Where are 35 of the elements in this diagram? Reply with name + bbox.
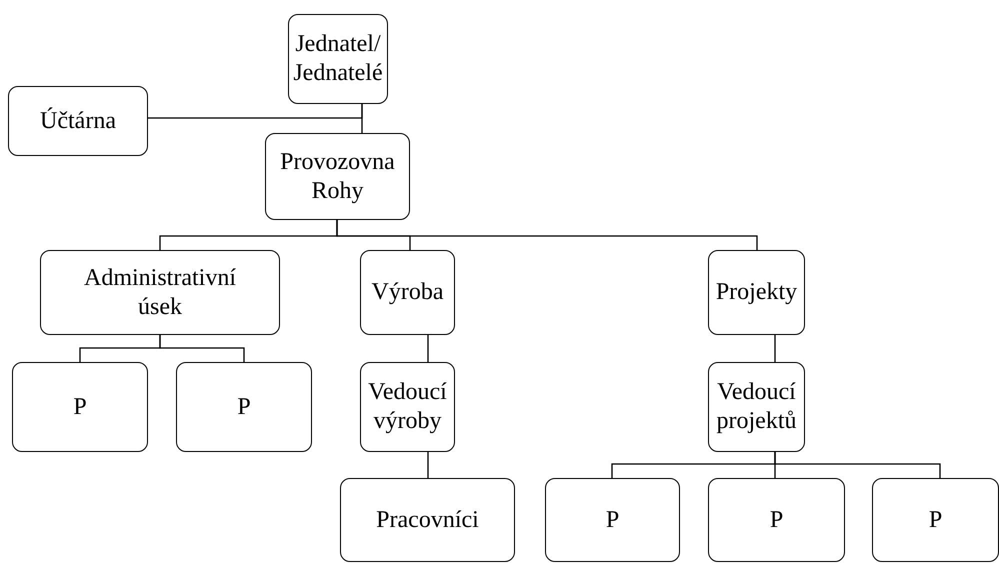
box-label: P [928,506,944,534]
org-box [340,478,515,562]
org-box [545,478,680,562]
org-box [360,362,455,452]
connector-line [361,104,363,133]
org-box [708,478,845,562]
box-label: Vedoucí projektů [716,378,798,436]
box-label: P [72,392,88,422]
org-box [708,362,805,452]
org-box [12,362,148,452]
org-box [360,250,455,335]
org-box [288,14,388,104]
connector-line [774,452,941,478]
box-label: Výroba [370,278,444,307]
box-label: Účtárna [39,106,117,136]
box-label: P [604,506,620,534]
org-box [872,478,999,562]
box-label: P [236,392,252,422]
box-label: Pracovníci [375,506,480,534]
connector-line [159,335,245,362]
connector-line [427,335,429,362]
org-box [176,362,312,452]
org-box [265,133,410,220]
org-box [40,250,280,335]
box-label: Administrativní úsek [83,264,237,322]
box-label: Jednatel/ Jednatelé [293,30,383,88]
org-box [708,250,805,335]
connector-line [774,335,776,362]
org-box [8,86,148,156]
box-label: Projekty [714,278,798,307]
connector-line [336,220,758,250]
box-label: Vedoucí výroby [367,378,448,436]
connector-line [427,452,429,478]
box-label: Provozovna Rohy [279,148,396,206]
box-label: P [768,506,784,534]
